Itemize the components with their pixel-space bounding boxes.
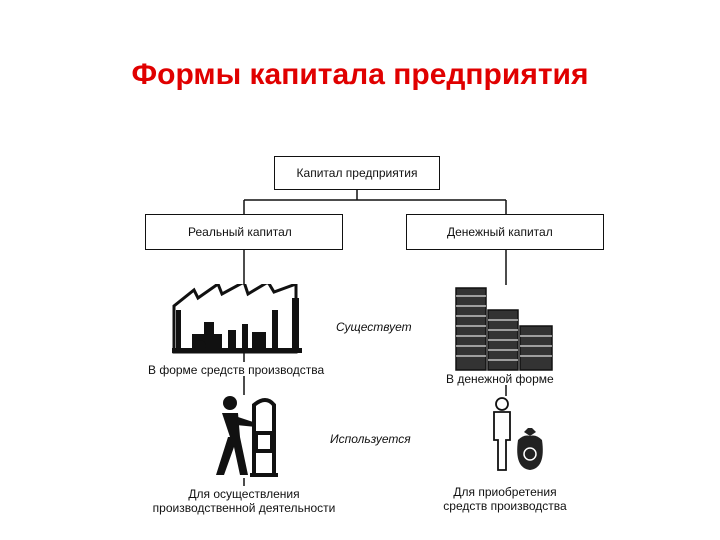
box-enterprise-capital-label: Капитал предприятия xyxy=(297,166,418,180)
relation-exists-label: Существует xyxy=(336,320,412,334)
box-real-capital: Реальный капитал xyxy=(145,214,343,250)
production-activity-line1: Для осуществления xyxy=(140,487,348,501)
box-money-capital-label: Денежный капитал xyxy=(447,225,553,239)
money-stacks-icon xyxy=(444,282,564,372)
acquisition-line1: Для приобретения xyxy=(420,485,590,499)
acquisition-line2: средств производства xyxy=(420,499,590,513)
acquisition-label: Для приобретения средств производства xyxy=(420,485,590,513)
box-real-capital-label: Реальный капитал xyxy=(188,225,292,239)
box-enterprise-capital: Капитал предприятия xyxy=(274,156,440,190)
factory-icon xyxy=(172,284,312,354)
production-activity-line2: производственной деятельности xyxy=(140,501,348,515)
production-activity-label: Для осуществления производственной деяте… xyxy=(140,487,348,515)
box-money-capital: Денежный капитал xyxy=(406,214,604,250)
relation-used-label: Используется xyxy=(330,432,411,446)
money-form-label: В денежной форме xyxy=(446,372,554,386)
buyer-moneybag-icon xyxy=(488,396,548,472)
worker-machine-icon xyxy=(210,393,278,479)
production-means-form-label: В форме средств производства xyxy=(148,363,324,377)
